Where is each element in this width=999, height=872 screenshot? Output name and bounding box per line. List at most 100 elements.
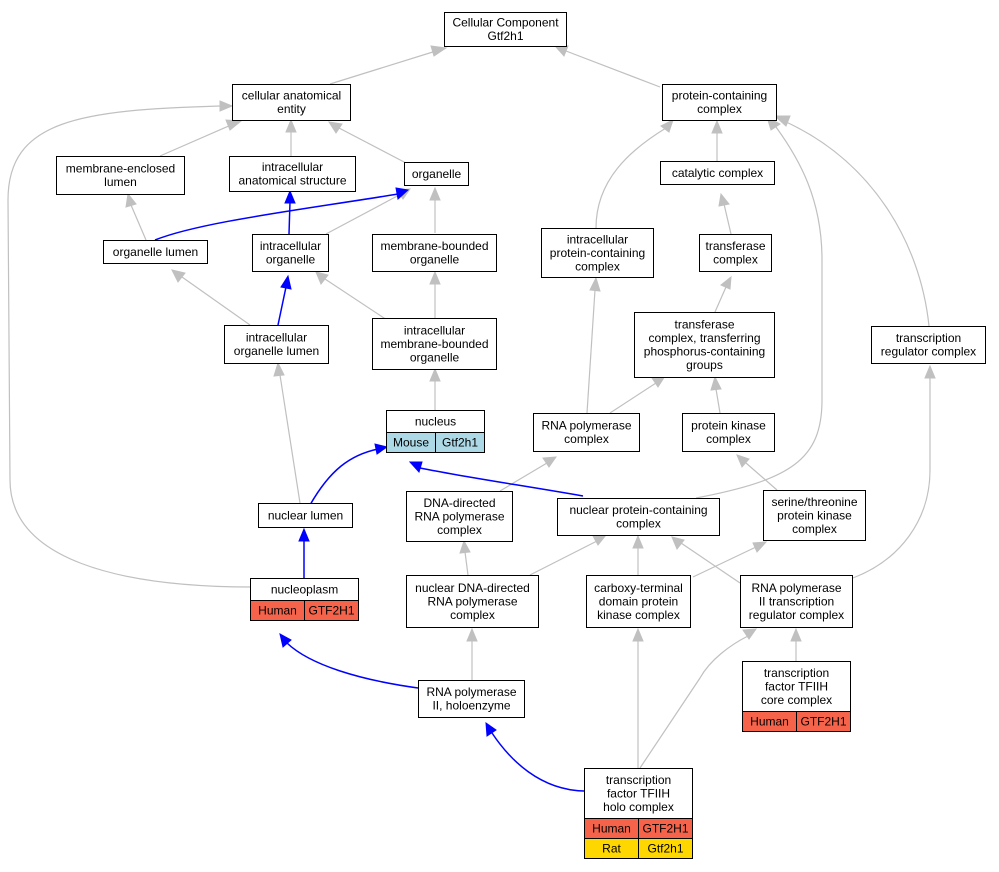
- edge-rp2trc-to-npcc: [680, 542, 741, 584]
- annotation-gene: GTF2H1: [642, 822, 688, 836]
- node-label: complex, transferring: [648, 331, 760, 345]
- node-label: carboxy-terminal: [594, 581, 683, 595]
- node-label: protein kinase: [691, 419, 766, 433]
- edge-blue-iol-to-io: [277, 286, 287, 326]
- node-box: [699, 234, 772, 272]
- arrow-core-to-rp2trc: [790, 627, 802, 642]
- arrow-ol-to-mel: [125, 192, 137, 208]
- annotation-species: Human: [750, 715, 789, 729]
- node-label: transferase: [705, 239, 765, 253]
- node-label: nuclear lumen: [268, 508, 343, 522]
- node-box: [258, 503, 353, 528]
- graph-edges: [7, 45, 936, 792]
- arrow-nddrpc-to-npcc: [592, 534, 608, 546]
- edge-stpkc-to-pkc: [745, 462, 778, 491]
- annotation-species: Rat: [602, 842, 621, 856]
- node-organelle[interactable]: organelle: [404, 162, 469, 186]
- node-label: complex: [616, 517, 661, 531]
- edge-nddrpc-to-npcc: [529, 540, 598, 576]
- node-label: transcription: [896, 331, 961, 345]
- node-box: [557, 498, 720, 536]
- node-label: lumen: [104, 175, 137, 189]
- arrow-trc-to-pcc: [773, 115, 791, 127]
- arrow-rp2trc-to-trc: [924, 364, 936, 379]
- edge-ipcc-to-pcc: [595, 127, 667, 229]
- node-label: RNA polymerase: [541, 419, 631, 433]
- arrow-ctd-to-stpkc: [752, 541, 768, 553]
- node-label: membrane-bounded: [380, 239, 488, 253]
- node-box: [533, 413, 640, 452]
- arrow-pcc-to-cc: [554, 45, 569, 57]
- edge-cae-to-cc: [329, 50, 437, 85]
- node-label: complex: [706, 432, 751, 446]
- arrow-cat-to-pcc: [711, 119, 723, 134]
- node-label: complex: [450, 608, 495, 622]
- annotation-gene: GTF2H1: [800, 715, 846, 729]
- arrow-ias-to-cae: [285, 118, 297, 133]
- annotation-species: Human: [258, 604, 297, 618]
- node-label: entity: [277, 102, 306, 116]
- node-label: holo complex: [603, 800, 674, 814]
- node-box: [742, 661, 851, 712]
- arrow-org-to-cae: [327, 121, 343, 134]
- node-label: intracellular: [246, 331, 307, 345]
- node-box: [444, 12, 567, 47]
- arrow-tc-to-cat: [718, 192, 730, 207]
- node-label: anatomical structure: [238, 174, 346, 188]
- annotation-species: Human: [592, 822, 631, 836]
- node-label: nucleoplasm: [271, 582, 338, 596]
- arrow-blue-np-to-nl: [298, 527, 310, 542]
- arrow-cae-to-cc: [430, 45, 448, 57]
- node-organelle-lumen[interactable]: organelle lumen: [103, 240, 208, 264]
- node-label: serine/threonine: [771, 495, 857, 509]
- node-nuclear-lumen[interactable]: nuclear lumen: [258, 503, 353, 528]
- node-label: factor TFIIH: [765, 679, 828, 693]
- node-box: [763, 490, 866, 541]
- node-label: kinase complex: [597, 608, 680, 622]
- edge-nddrpc-to-ddrpc: [464, 551, 469, 576]
- node-label: RNA polymerase: [427, 594, 517, 608]
- node-catalytic-complex[interactable]: catalytic complex: [660, 161, 775, 185]
- edge-org-to-cae: [338, 127, 407, 164]
- edge-rp2trc-to-trc: [852, 378, 931, 579]
- arrow-tfiih-to-ctd: [632, 627, 644, 642]
- node-label: protein-containing: [672, 89, 767, 103]
- node-box: [406, 575, 539, 628]
- node-label: nucleus: [415, 414, 456, 428]
- node-label: complex: [575, 259, 620, 273]
- arrow-imbo-to-io: [315, 271, 329, 285]
- node-label: transferase: [674, 318, 734, 332]
- arrow-ddrpc-to-rpc: [542, 456, 558, 468]
- node-label: nuclear protein-containing: [569, 503, 707, 517]
- arrow-blue-io-to-ias: [284, 189, 296, 204]
- edge-np-to-cae: [7, 105, 253, 588]
- node-label: DNA-directed: [423, 496, 495, 510]
